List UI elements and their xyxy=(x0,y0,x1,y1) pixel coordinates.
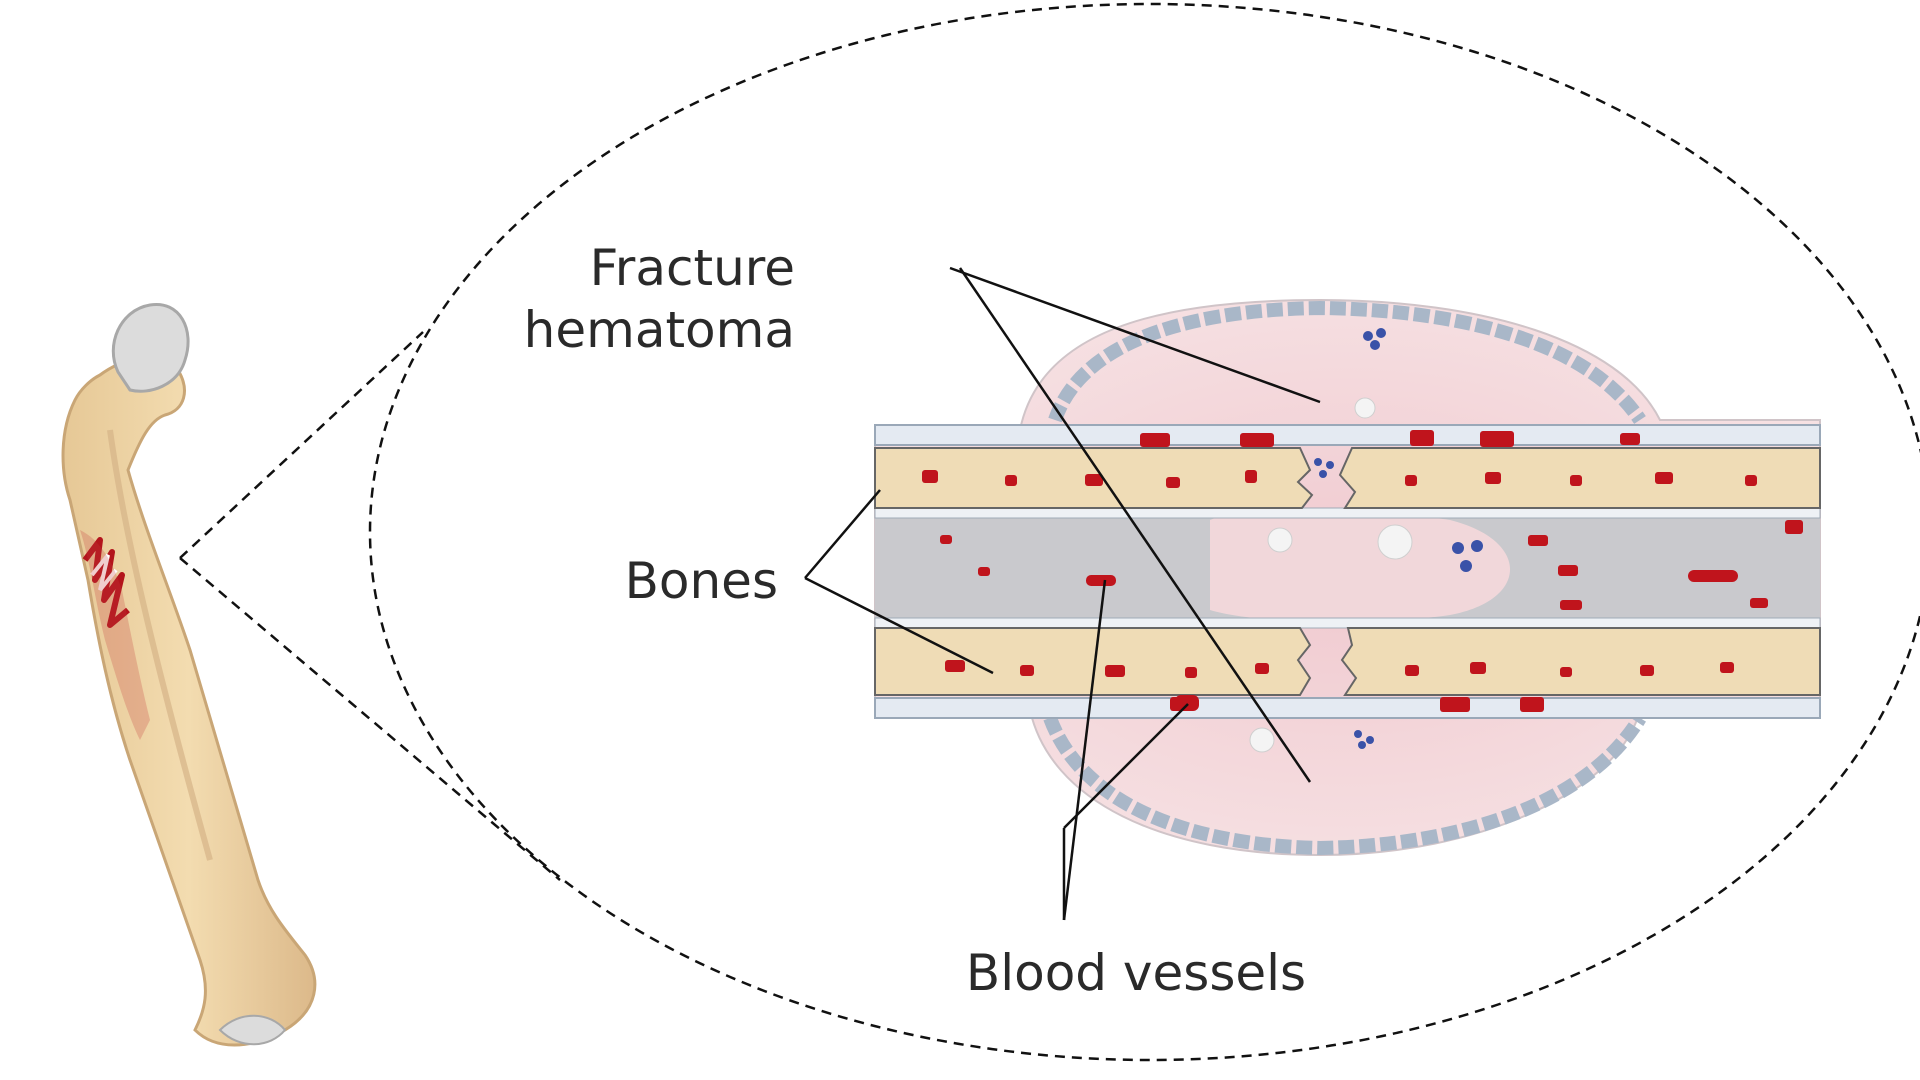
label-bones: Bones xyxy=(625,552,778,610)
femur-illustration xyxy=(61,303,317,1047)
callout-line-bottom xyxy=(179,557,561,881)
leader-vessels-1 xyxy=(1062,579,1107,921)
label-fracture-line2: hematoma xyxy=(524,301,795,359)
zoom-callout xyxy=(179,2,1920,1062)
periosteum-top xyxy=(1048,300,1646,424)
periosteum-bottom xyxy=(1043,714,1646,856)
endosteum-top xyxy=(874,507,1821,519)
blue-cells xyxy=(1314,328,1483,749)
leader-fracture-1 xyxy=(949,266,1321,404)
femur-head xyxy=(111,303,190,393)
femur-ridge xyxy=(107,429,213,861)
leader-bones-1 xyxy=(804,489,881,579)
callout-line-top xyxy=(179,331,424,559)
leader-fracture-2 xyxy=(958,267,1312,783)
leader-bones-2 xyxy=(804,576,994,675)
periosteum-layer-top xyxy=(874,424,1821,446)
fracture-bleed xyxy=(80,530,150,740)
fracture-crack xyxy=(82,537,130,628)
femur-shaft xyxy=(61,355,317,1047)
fracture-gap xyxy=(90,553,118,592)
endosteum-bottom xyxy=(874,617,1821,629)
periosteum-layer-bottom xyxy=(874,697,1821,719)
leader-vessels-2 xyxy=(1063,703,1189,829)
blood-vessels-marks xyxy=(922,430,1803,712)
label-blood-vessels: Blood vessels xyxy=(966,944,1306,1002)
label-fracture-line1: Fracture xyxy=(590,239,795,297)
femur-condyle xyxy=(218,1014,287,1046)
lower-bone-right xyxy=(1340,627,1821,696)
lower-bone-left xyxy=(874,627,1312,696)
white-cells xyxy=(1249,397,1413,753)
fracture-cross-section xyxy=(874,298,1821,857)
leader-lines xyxy=(804,266,1321,921)
text-labels: Fracture hematoma Bones Blood vessels xyxy=(524,239,1306,1002)
